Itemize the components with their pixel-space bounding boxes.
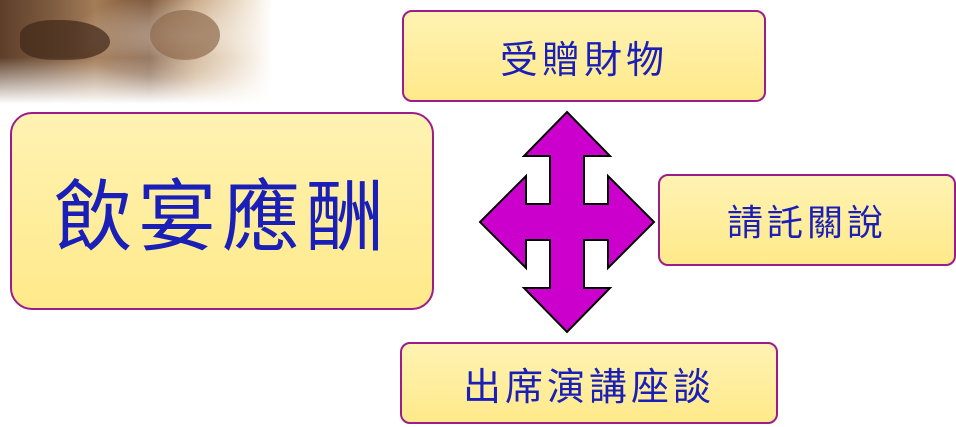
gift-box: 受贈財物 bbox=[402, 10, 766, 102]
speech-box: 出席演講座談 bbox=[400, 342, 778, 424]
arrow-shape bbox=[478, 110, 656, 334]
photo-image bbox=[0, 0, 272, 104]
photo-shape bbox=[20, 20, 110, 60]
lobbying-box: 請託關說 bbox=[658, 174, 956, 266]
multi-direction-arrow-icon bbox=[478, 110, 656, 334]
main-topic-box: 飲宴應酬 bbox=[10, 112, 434, 310]
photo-shape bbox=[150, 10, 220, 60]
